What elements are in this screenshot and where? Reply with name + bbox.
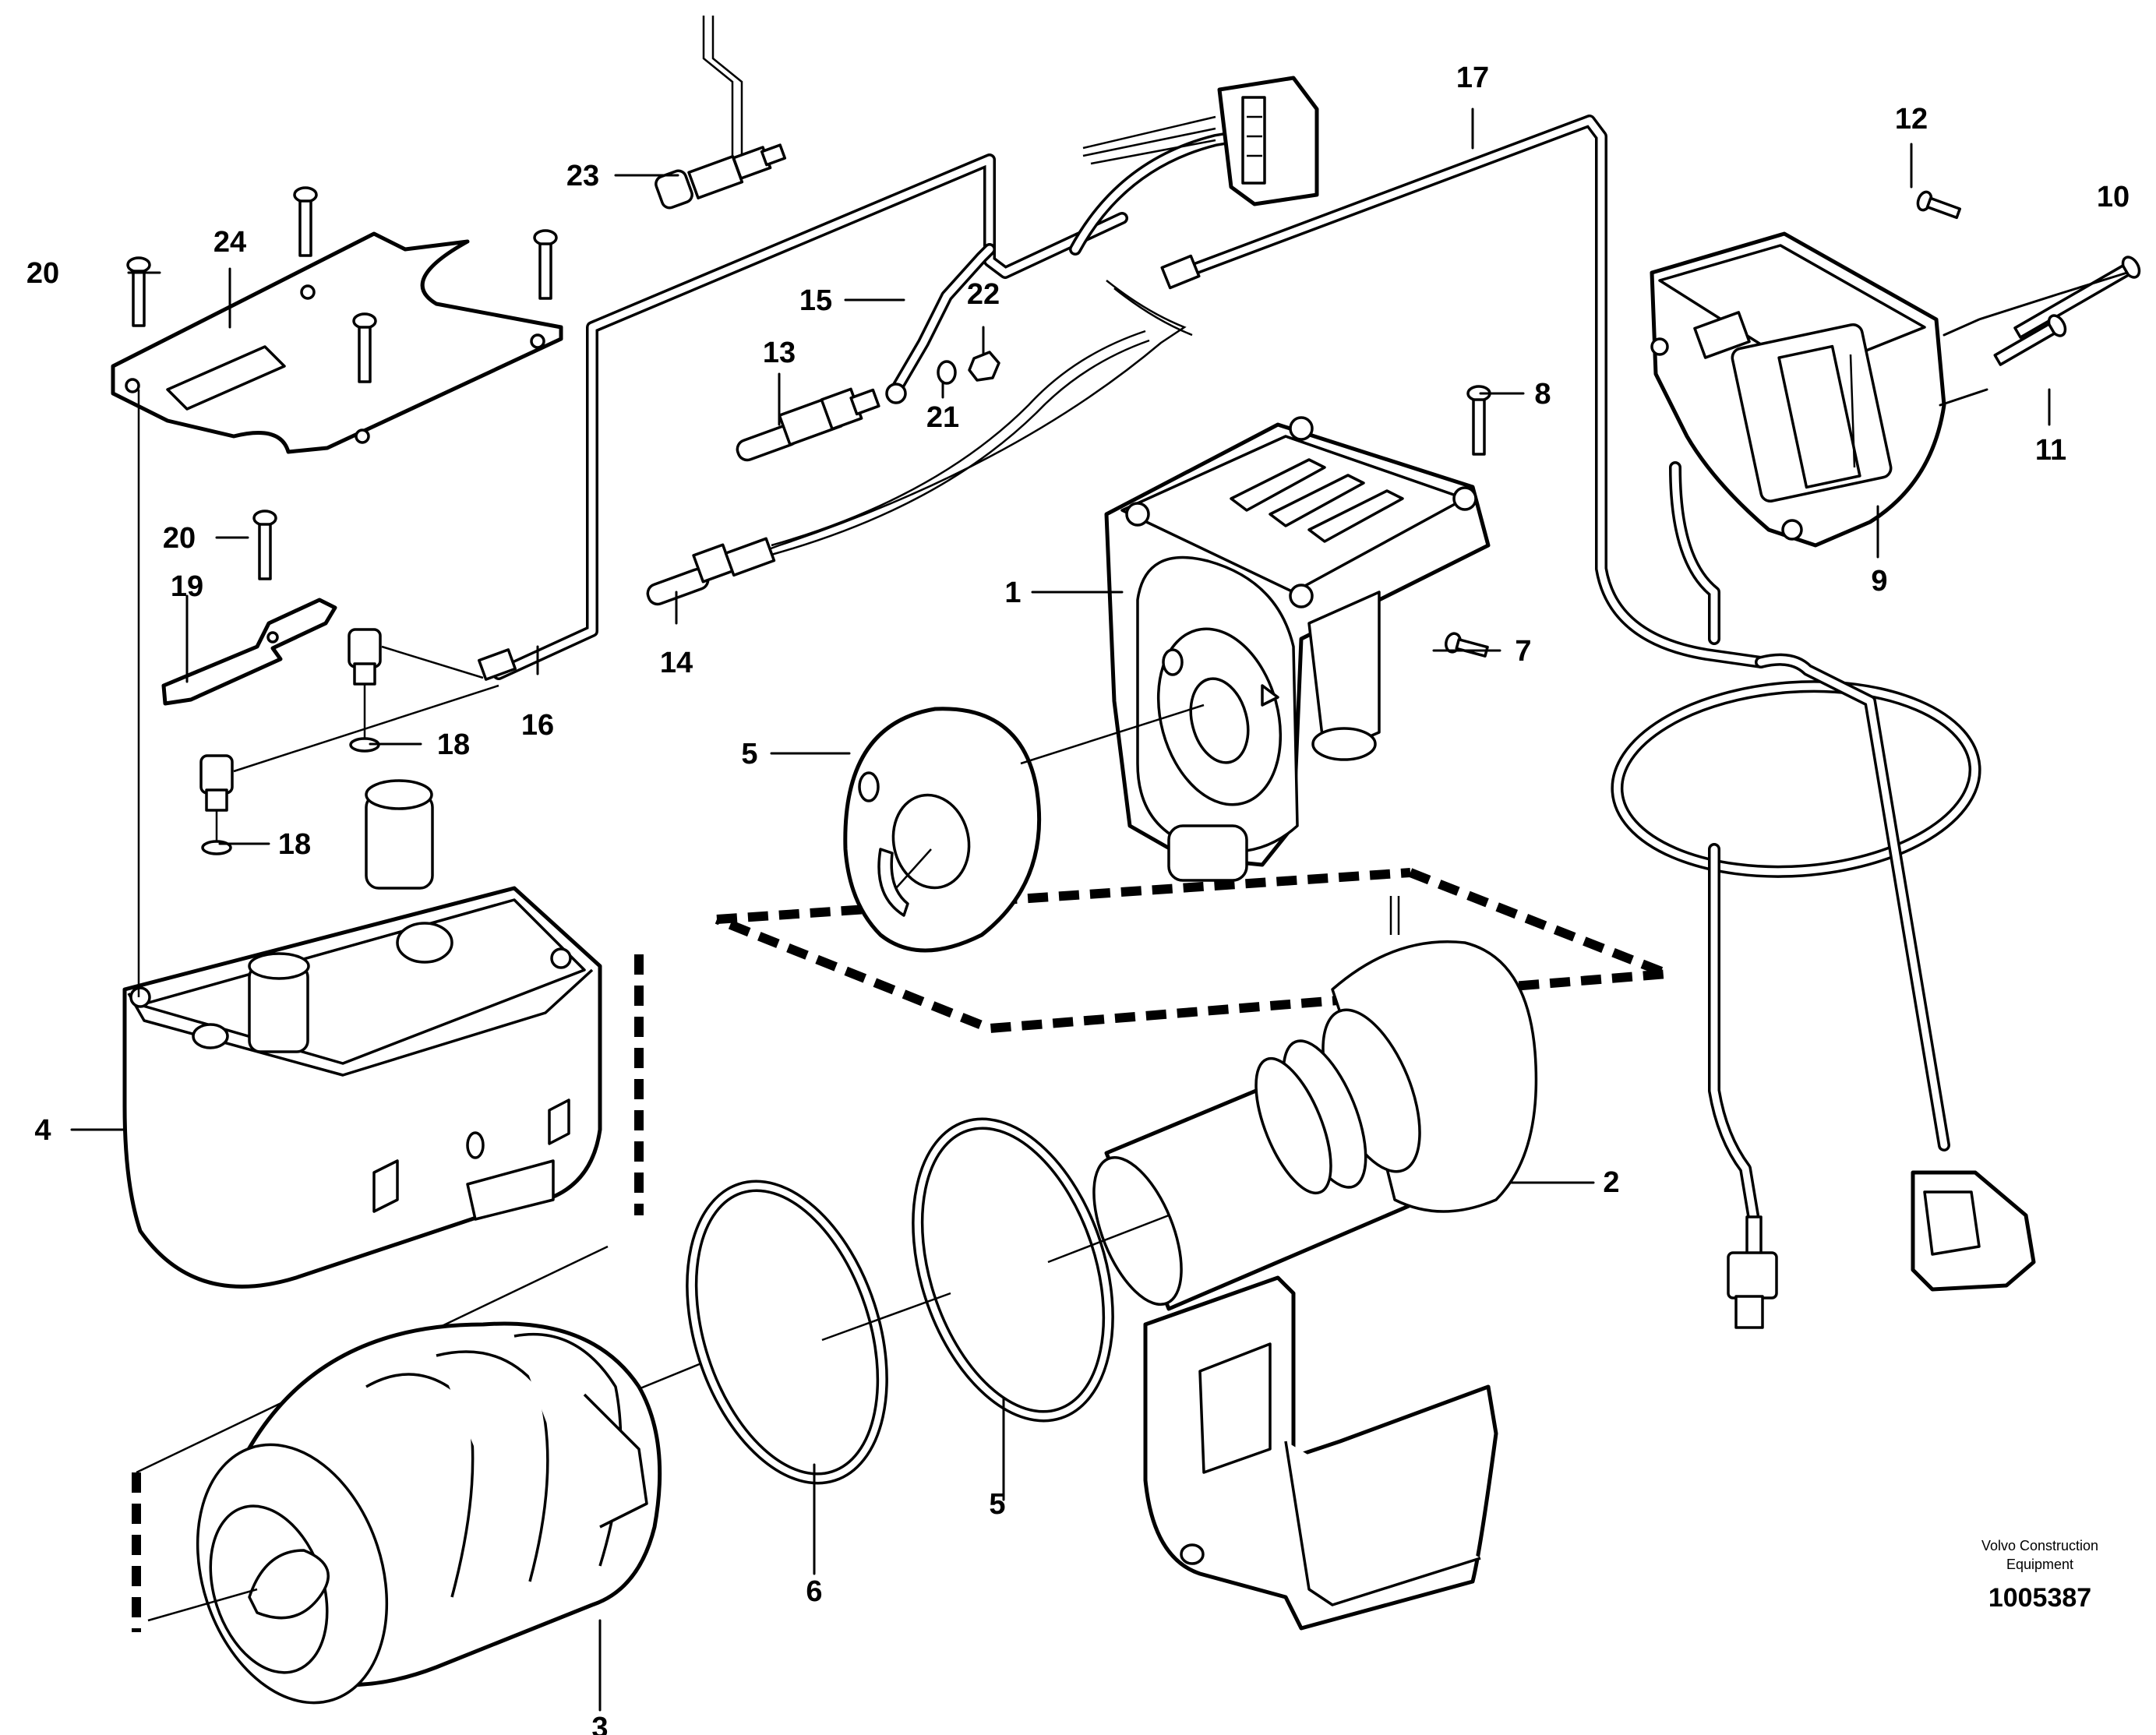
mounting-bracket (1143, 1275, 1498, 1631)
callout-5-lower: 5 (989, 1488, 1005, 1521)
callout-15: 15 (799, 284, 832, 317)
heat-exchanger-housing-part-4 (122, 779, 602, 1289)
control-unit-cover-part-9 (1650, 231, 1946, 548)
callout-18-lower: 18 (278, 828, 311, 861)
gasket-plate-part-5 (843, 704, 1205, 953)
callout-20-lower: 20 (163, 522, 196, 555)
callout-1: 1 (1004, 577, 1021, 609)
callout-17: 17 (1456, 62, 1489, 94)
publisher-credit-line-1: Volvo Construction (1981, 1538, 2098, 1553)
figure-footer: Volvo Construction Equipment 1005387 (1981, 1538, 2098, 1613)
callout-19: 19 (171, 570, 203, 603)
flame-sensor-part (646, 330, 1150, 606)
callout-2: 2 (1603, 1166, 1619, 1199)
wiring-harness (478, 76, 2036, 1329)
callout-13: 13 (763, 337, 796, 369)
callout-20-upper: 20 (26, 257, 59, 290)
o-ring-parts (615, 1117, 1170, 1485)
callout-9: 9 (1871, 565, 1887, 598)
callout-22: 22 (967, 278, 1000, 311)
callout-23: 23 (566, 160, 599, 192)
glow-plug-part (736, 243, 1000, 462)
bellows-part-3 (147, 1321, 662, 1705)
clamp-part (161, 598, 337, 706)
callout-7: 7 (1515, 635, 1531, 668)
leader-lines (70, 108, 2129, 1712)
callout-16: 16 (521, 709, 554, 742)
callout-labels: 1 2 3 4 5 5 6 7 8 9 10 11 12 13 14 15 16… (26, 62, 2130, 1735)
callout-11: 11 (2035, 434, 2066, 467)
callout-5-upper: 5 (741, 738, 757, 771)
publisher-credit-line-2: Equipment (2006, 1557, 2073, 1572)
figure-number: 1005387 (1988, 1583, 2091, 1613)
screw-parts (126, 186, 2141, 658)
callout-4: 4 (34, 1114, 51, 1147)
callout-24: 24 (213, 226, 246, 259)
sensor-part-23 (655, 16, 787, 210)
callout-10: 10 (2097, 181, 2130, 213)
combustion-tube-part-2 (1092, 896, 1538, 1311)
callout-21: 21 (926, 401, 959, 434)
callout-14: 14 (660, 647, 693, 679)
callout-6: 6 (806, 1575, 822, 1608)
temperature-sensor-parts (199, 628, 499, 855)
cover-plate-part (111, 231, 563, 454)
callout-3: 3 (591, 1712, 608, 1735)
callout-8: 8 (1534, 378, 1551, 411)
callout-18-upper: 18 (437, 728, 470, 761)
burner-head-part-1 (1104, 416, 1491, 882)
callout-12: 12 (1895, 103, 1928, 136)
